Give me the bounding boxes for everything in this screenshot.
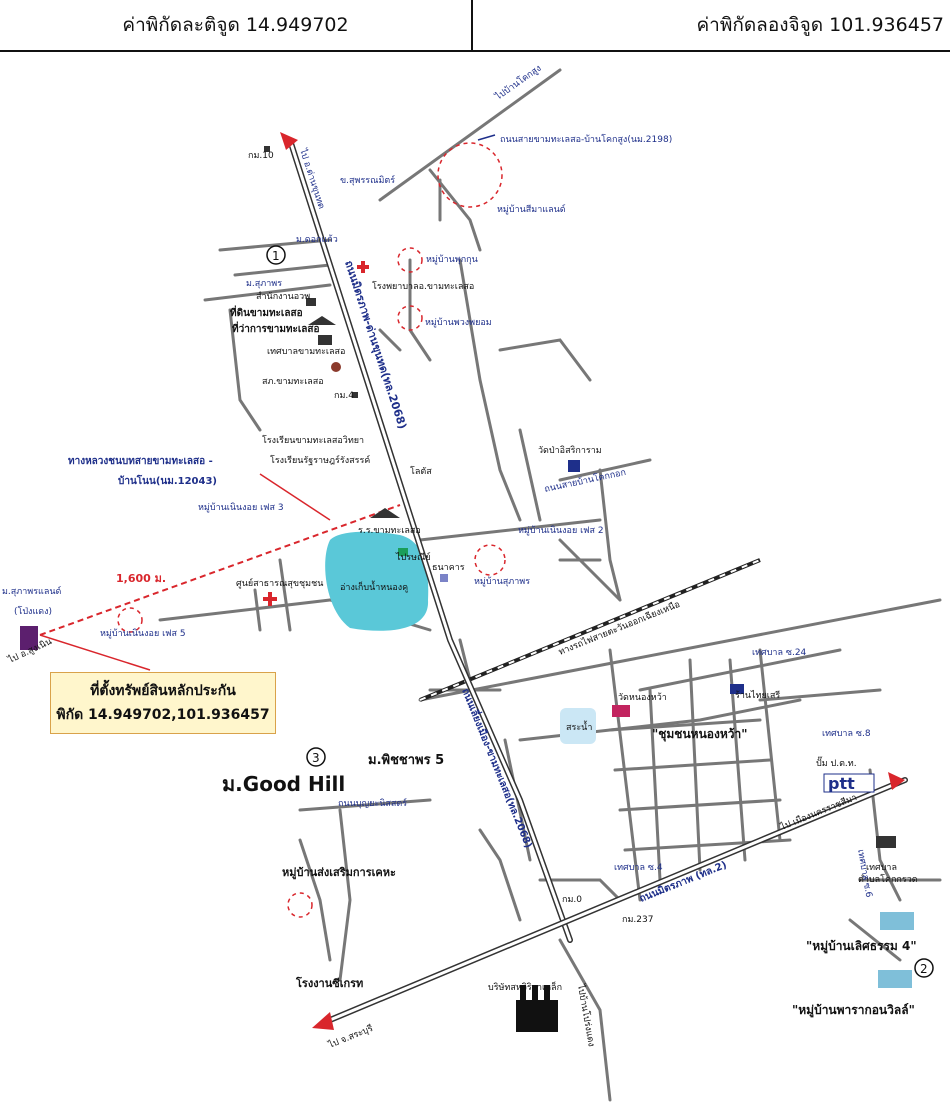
svg-text:ที่ดินขามทะเลสอ: ที่ดินขามทะเลสอ	[230, 305, 303, 319]
svg-text:บริษัทสหวิริยาเหล็ก: บริษัทสหวิริยาเหล็ก	[488, 980, 562, 993]
svg-text:1: 1	[272, 249, 280, 263]
svg-text:ถนนสายขามทะเลสอ-บ้านโคกสูง(นม.: ถนนสายขามทะเลสอ-บ้านโคกสูง(นม.2198)	[500, 134, 672, 145]
svg-text:ทางรถไฟสายตะวันออกเฉียงเหนือ: ทางรถไฟสายตะวันออกเฉียงเหนือ	[557, 599, 682, 658]
svg-text:หมู่บ้านเนินงอย เฟส 3: หมู่บ้านเนินงอย เฟส 3	[198, 502, 284, 513]
svg-text:สำนักงานอวพ: สำนักงานอวพ	[256, 291, 310, 302]
property-callout: ที่ตั้งทรัพย์สินหลักประกัน พิกัด 14.9497…	[50, 672, 276, 734]
svg-text:หมู่บ้านส่งเสริมการเคหะ: หมู่บ้านส่งเสริมการเคหะ	[282, 866, 396, 880]
svg-text:เทศบาล ซ.24: เทศบาล ซ.24	[752, 648, 807, 658]
svg-text:ทางหลวงชนบทสายขามทะเลสอ -: ทางหลวงชนบทสายขามทะเลสอ -	[68, 456, 213, 467]
svg-text:ไปรษณีย์: ไปรษณีย์	[395, 551, 431, 563]
svg-text:2: 2	[920, 962, 928, 976]
minor-roads	[158, 68, 942, 1102]
svg-text:เทศบาล ซ.8: เทศบาล ซ.8	[822, 729, 871, 739]
svg-text:หมู่บ้านพุกกุน: หมู่บ้านพุกกุน	[426, 254, 478, 265]
main-roads	[287, 137, 908, 1023]
svg-text:ศูนย์สาธารณสุขชุมชน: ศูนย์สาธารณสุขชุมชน	[236, 577, 323, 589]
svg-text:ถนนสายบ้านโคกกอก: ถนนสายบ้านโคกกอก	[543, 467, 627, 495]
svg-text:หมู่บ้านเนินงอย เฟส 5: หมู่บ้านเนินงอย เฟส 5	[100, 628, 186, 639]
svg-text:ปั๊ม ป.ต.ท.: ปั๊ม ป.ต.ท.	[816, 756, 857, 769]
hospital-icon	[357, 261, 369, 273]
svg-text:"หมู่บ้านเลิศธรรม 4": "หมู่บ้านเลิศธรรม 4"	[806, 939, 917, 954]
ptt-logo-bg	[823, 773, 875, 793]
svg-text:บ้านโนน(นม.12043): บ้านโนน(นม.12043)	[118, 474, 217, 487]
svg-text:โรงพยาบาลอ.ขามทะเลสอ: โรงพยาบาลอ.ขามทะเลสอ	[372, 281, 474, 292]
svg-text:โรงเรียนขามทะเลสอวิทยา: โรงเรียนขามทะเลสอวิทยา	[262, 435, 364, 446]
svg-text:เทศบาลขามทะเลสอ: เทศบาลขามทะเลสอ	[267, 347, 345, 357]
svg-text:หมู่บ้านสีมาแลนด์: หมู่บ้านสีมาแลนด์	[497, 203, 566, 215]
location-map[interactable]: ptt 1 2 3 ถนนสายขามทะเลสอ-บ้านโคกสูง(นม.…	[0, 54, 950, 1111]
svg-text:กม.0: กม.0	[562, 895, 582, 905]
health-center-icon	[263, 592, 277, 606]
svg-text:โรงเรียนรัฐราษฎร์รังสรรค์: โรงเรียนรัฐราษฎร์รังสรรค์	[270, 454, 370, 466]
svg-text:อ่างเก็บน้ำหนองคู: อ่างเก็บน้ำหนองคู	[340, 580, 408, 593]
reservoir-shape	[325, 531, 429, 631]
svg-text:1,600 ม.: 1,600 ม.	[116, 572, 166, 585]
svg-text:หมู่บ้านเนินงอย เฟส 2: หมู่บ้านเนินงอย เฟส 2	[518, 525, 604, 536]
svg-text:เทศบาล: เทศบาล	[866, 863, 897, 873]
svg-text:หมู่บ้านพวงพยอม: หมู่บ้านพวงพยอม	[425, 317, 492, 328]
property-callout-title: ที่ตั้งทรัพย์สินหลักประกัน	[90, 683, 236, 699]
svg-text:(โป่งแดง): (โป่งแดง)	[14, 606, 52, 617]
number-markers: 1 2 3	[266, 245, 934, 978]
svg-text:เทศบาล ซ.4: เทศบาล ซ.4	[614, 863, 663, 873]
svg-text:ถนนบุญยะนิสสตร์: ถนนบุญยะนิสสตร์	[338, 797, 407, 809]
svg-text:ม.พิชชาพร 5: ม.พิชชาพร 5	[368, 753, 444, 768]
svg-text:ธนาคาร: ธนาคาร	[432, 563, 465, 573]
svg-text:"ชุมชนหนองหว้า": "ชุมชนหนองหว้า"	[652, 727, 747, 742]
svg-text:กม.4: กม.4	[334, 391, 354, 401]
svg-text:ข.สุพรรณมิตร์: ข.สุพรรณมิตร์	[340, 174, 395, 186]
svg-text:ม.สุภาพร: ม.สุภาพร	[246, 279, 282, 289]
svg-text:ร.ร.ขามทะเลสอ: ร.ร.ขามทะเลสอ	[358, 526, 421, 536]
railway-line	[419, 558, 761, 702]
svg-text:ที่ว่าการขามทะเลสอ: ที่ว่าการขามทะเลสอ	[232, 321, 320, 335]
distance-leader	[39, 634, 151, 671]
svg-text:กม.10: กม.10	[248, 151, 274, 161]
svg-text:วัดป่าอิสริการาม: วัดป่าอิสริการาม	[538, 445, 602, 456]
svg-text:เทศบาล ซ.6: เทศบาล ซ.6	[855, 849, 873, 899]
svg-text:ไป จ.สระบุรี: ไป จ.สระบุรี	[326, 1023, 375, 1051]
svg-text:สระน้ำ: สระน้ำ	[566, 720, 592, 733]
pond-shape	[560, 708, 596, 744]
longitude-label: ค่าพิกัดลองจิจูด 101.936457	[696, 14, 944, 36]
good-hill-label: ม.Good Hill	[222, 772, 346, 796]
rural-road-dashed	[39, 504, 401, 636]
coordinate-header: ค่าพิกัดละติจูด 14.949702 ค่าพิกัดลองจิจ…	[0, 0, 950, 52]
svg-text:"หมู่บ้านพารากอนวิลล์": "หมู่บ้านพารากอนวิลล์"	[792, 1003, 915, 1018]
property-marker	[20, 626, 38, 650]
svg-text:ตำบลโคกกรวด: ตำบลโคกกรวด	[858, 874, 918, 885]
svg-text:ร้านไทยเสรี: ร้านไทยเสรี	[735, 690, 780, 701]
svg-text:วัดหนองหว้า: วัดหนองหว้า	[618, 692, 667, 703]
direction-arrows	[280, 132, 905, 1030]
ptt-logo: ptt	[828, 774, 855, 793]
svg-text:กม.237: กม.237	[622, 915, 653, 925]
property-callout-coords: พิกัด 14.949702,101.936457	[56, 707, 270, 723]
svg-text:สภ.ขามทะเลสอ: สภ.ขามทะเลสอ	[262, 377, 324, 387]
road-2198-arrow	[477, 134, 496, 141]
svg-text:ม.สุภาพรแลนด์: ม.สุภาพรแลนด์	[2, 585, 62, 597]
latitude-label: ค่าพิกัดละติจูด 14.949702	[0, 0, 473, 50]
rural-road-leader	[259, 473, 331, 521]
svg-text:หมู่บ้านสุภาพร: หมู่บ้านสุภาพร	[474, 576, 530, 587]
svg-text:3: 3	[312, 751, 320, 765]
svg-text:โรงงานซีเกรท: โรงงานซีเกรท	[295, 976, 363, 990]
svg-text:ไป เมืองนครราชสีมา: ไป เมืองนครราชสีมา	[778, 792, 859, 833]
svg-text:ไปบ้านโคกสูง: ไปบ้านโคกสูง	[493, 63, 544, 103]
building-icons	[264, 146, 914, 1032]
svg-text:โลตัส: โลตัส	[410, 466, 432, 477]
svg-text:ม.ดอกแก้ว: ม.ดอกแก้ว	[296, 234, 338, 245]
svg-text:ถนนเลี่ยงเมือง-ขามทะเลสอ(ทล.20: ถนนเลี่ยงเมือง-ขามทะเลสอ(ทล.2068)	[459, 686, 536, 850]
village-markers	[117, 142, 506, 918]
svg-text:ไปบ้านโปร่งแดง: ไปบ้านโปร่งแดง	[575, 983, 597, 1048]
map-labels: ถนนสายขามทะเลสอ-บ้านโคกสูง(นม.2198) กม.1…	[2, 63, 918, 1051]
